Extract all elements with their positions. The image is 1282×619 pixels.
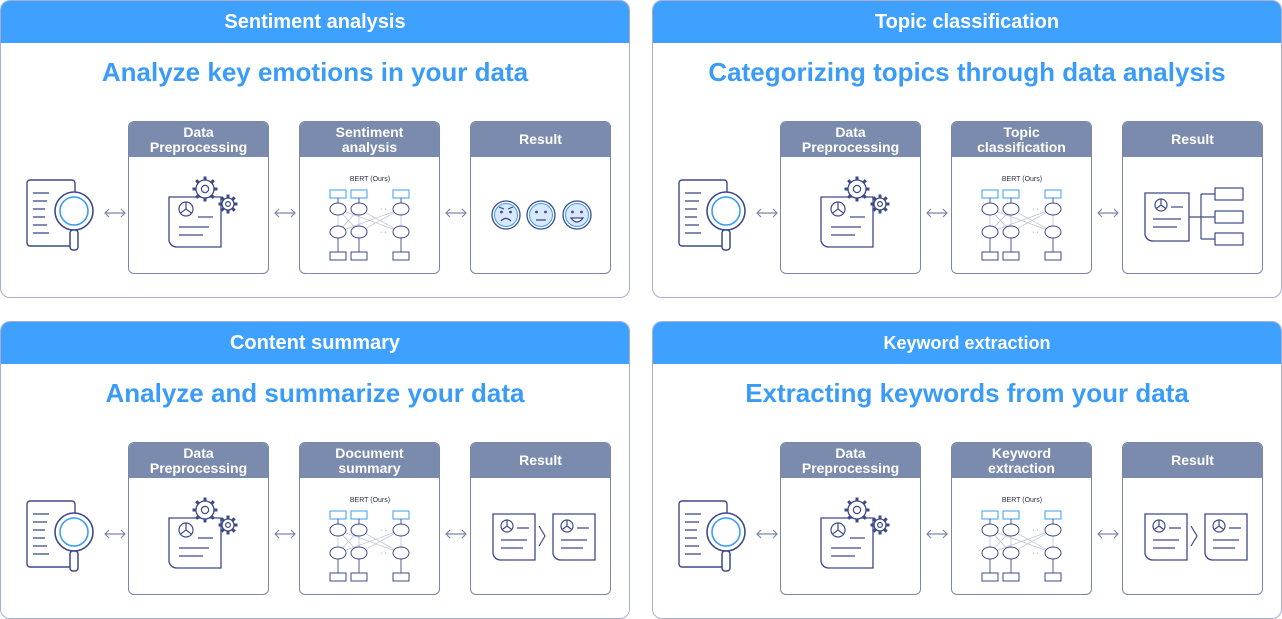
step-label: Data Preprocessing: [129, 443, 268, 478]
svg-text:BERT (Ours): BERT (Ours): [1002, 176, 1042, 183]
svg-text:· ·: · ·: [380, 550, 387, 557]
panel-header: Content summary: [1, 322, 629, 364]
svg-text:· ·: · ·: [1032, 527, 1039, 534]
svg-text:· ·: · ·: [1032, 229, 1039, 236]
double-arrow-icon: [755, 206, 779, 224]
bert-network-icon: BERT (Ours) · · · ·: [952, 157, 1091, 273]
document-gear-icon: [781, 157, 920, 273]
panel-sentiment-analysis: Sentiment analysis Analyze key emotions …: [0, 0, 630, 298]
panel-tagline: Analyze key emotions in your data: [101, 57, 529, 87]
panel-topic-classification: Topic classification Categorizing topics…: [652, 0, 1282, 298]
double-arrow-icon: [1096, 206, 1120, 224]
step-document-summary: Document summary BERT (Ours) · · · ·: [299, 442, 440, 595]
step-data-preprocessing: Data Preprocessing: [780, 442, 921, 595]
svg-text:BERT (Ours): BERT (Ours): [350, 176, 390, 183]
step-result: Result: [470, 442, 611, 595]
panel-tagline: Extracting keywords from your data: [745, 378, 1189, 408]
document-search-icon: [675, 177, 753, 260]
document-search-icon: [675, 498, 753, 581]
panel-header: Sentiment analysis: [1, 1, 629, 43]
svg-text:· ·: · ·: [380, 229, 387, 236]
step-label: Result: [471, 443, 610, 478]
double-arrow-icon: [103, 206, 127, 224]
svg-text:· ·: · ·: [380, 206, 387, 213]
double-arrow-icon: [273, 206, 297, 224]
panel-tagline: Categorizing topics through data analysi…: [708, 57, 1226, 87]
double-arrow-icon: [444, 206, 468, 224]
double-arrow-icon: [444, 527, 468, 545]
step-data-preprocessing: Data Preprocessing: [128, 121, 269, 274]
step-sentiment-analysis: Sentiment analysis BERT (Ours) · · · ·: [299, 121, 440, 274]
double-arrow-icon: [273, 527, 297, 545]
step-label: Topic classification: [952, 122, 1091, 157]
svg-text:BERT (Ours): BERT (Ours): [1002, 497, 1042, 504]
document-gear-icon: [781, 478, 920, 594]
step-label: Result: [471, 122, 610, 157]
step-label: Data Preprocessing: [781, 443, 920, 478]
step-data-preprocessing: Data Preprocessing: [128, 442, 269, 595]
step-result: Result: [470, 121, 611, 274]
step-label: Keyword extraction: [952, 443, 1091, 478]
document-gear-icon: [129, 157, 268, 273]
document-gear-icon: [129, 478, 268, 594]
step-label: Result: [1123, 443, 1262, 478]
double-arrow-icon: [925, 527, 949, 545]
panel-header: Keyword extraction: [653, 322, 1281, 364]
double-arrow-icon: [925, 206, 949, 224]
step-label: Data Preprocessing: [781, 122, 920, 157]
double-arrow-icon: [103, 527, 127, 545]
bert-network-icon: BERT (Ours) · · · ·: [952, 478, 1091, 594]
step-data-preprocessing: Data Preprocessing: [780, 121, 921, 274]
document-search-icon: [23, 177, 101, 260]
panel-tagline: Analyze and summarize your data: [105, 378, 525, 408]
double-arrow-icon: [755, 527, 779, 545]
bert-network-icon: BERT (Ours) · · · ·: [300, 157, 439, 273]
step-keyword-extraction: Keyword extraction BERT (Ours) · · · ·: [951, 442, 1092, 595]
panel-keyword-extraction: Keyword extraction Extracting keywords f…: [652, 321, 1282, 619]
step-result: Result: [1122, 442, 1263, 595]
document-search-icon: [23, 498, 101, 581]
step-label: Data Preprocessing: [129, 122, 268, 157]
step-label: Sentiment analysis: [300, 122, 439, 157]
svg-text:· ·: · ·: [1032, 550, 1039, 557]
svg-text:· ·: · ·: [380, 527, 387, 534]
document-to-document-icon: [1123, 478, 1262, 594]
document-to-document-icon: [471, 478, 610, 594]
emotion-faces-icon: [471, 157, 610, 273]
step-label: Document summary: [300, 443, 439, 478]
svg-text:BERT (Ours): BERT (Ours): [350, 497, 390, 504]
panel-content-summary: Content summary Analyze and summarize yo…: [0, 321, 630, 619]
step-result: Result: [1122, 121, 1263, 274]
bert-network-icon: BERT (Ours) · · · ·: [300, 478, 439, 594]
document-tree-icon: [1123, 157, 1262, 273]
step-topic-classification: Topic classification BERT (Ours) · · · ·: [951, 121, 1092, 274]
step-label: Result: [1123, 122, 1262, 157]
panel-header: Topic classification: [653, 1, 1281, 43]
svg-text:· ·: · ·: [1032, 206, 1039, 213]
double-arrow-icon: [1096, 527, 1120, 545]
